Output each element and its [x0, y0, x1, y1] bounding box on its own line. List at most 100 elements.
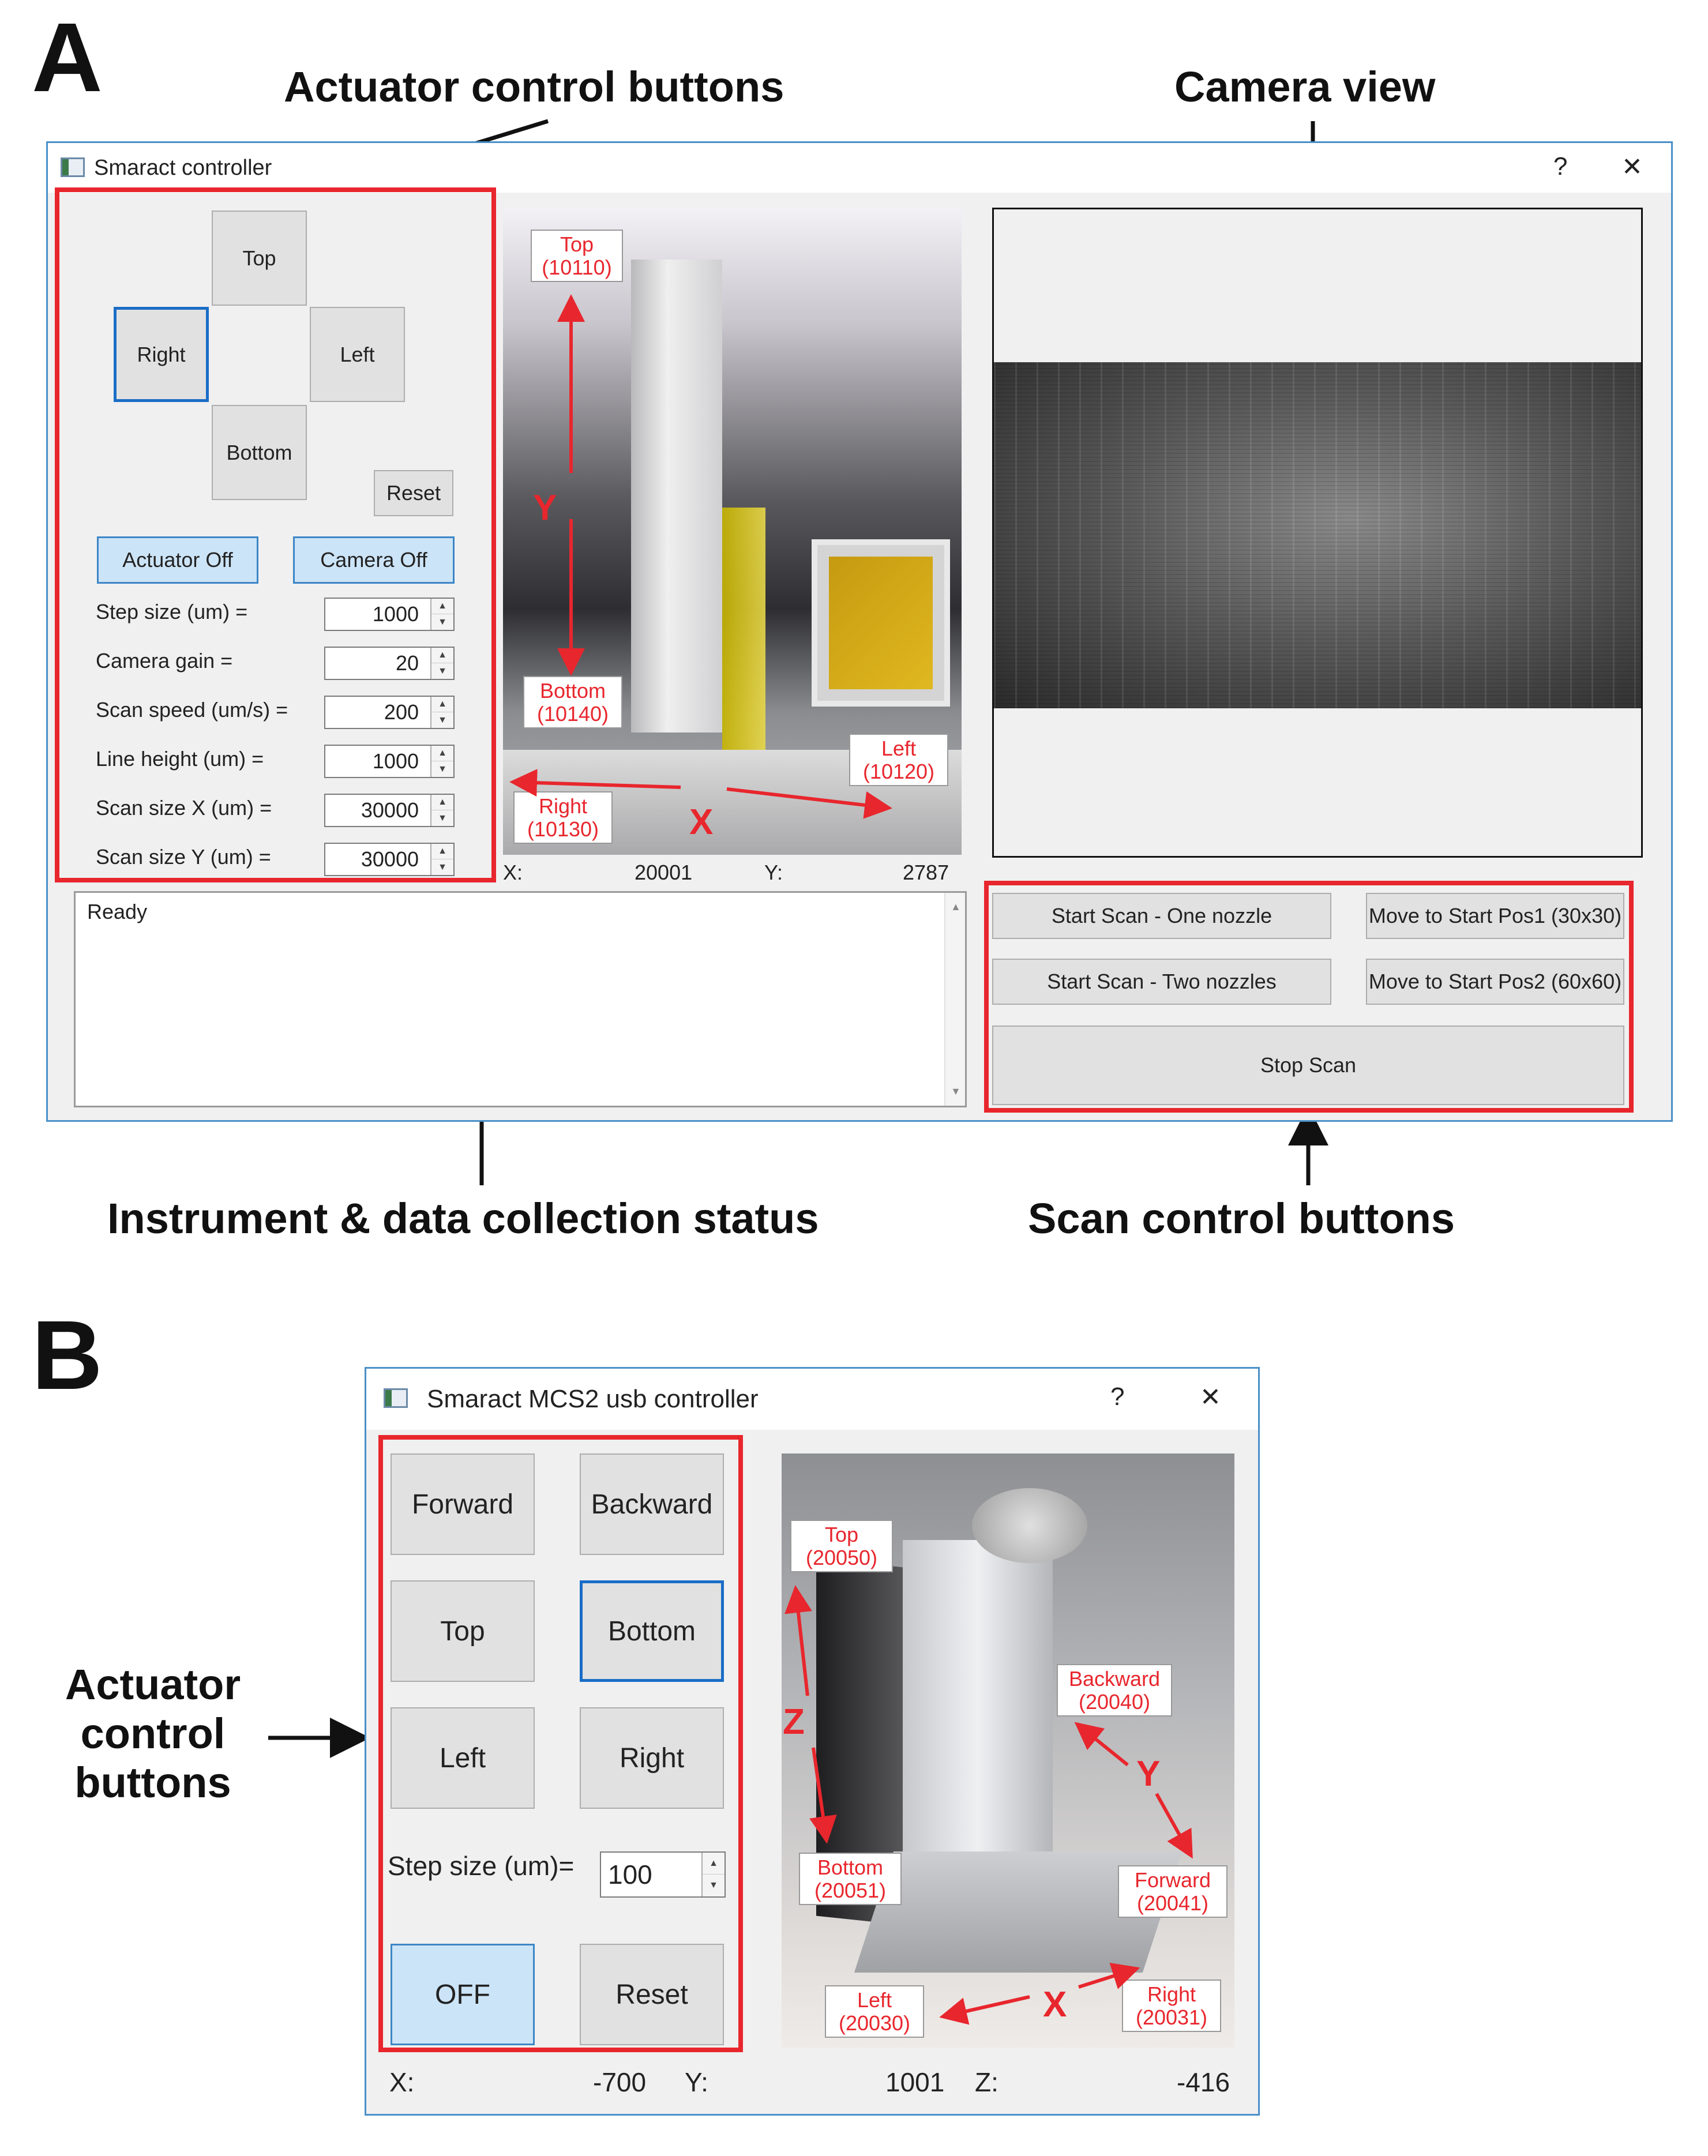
field-input[interactable]: 200 ▲▼ [324, 696, 455, 729]
axis-label-y-b: Y [1136, 1754, 1161, 1794]
field-stepper[interactable]: ▲▼ [430, 697, 453, 728]
camera-view [992, 208, 1643, 858]
step-size-label-b: Step size (um)= [388, 1851, 575, 1881]
field-label: Camera gain = [96, 649, 233, 673]
window-b-titlebar [366, 1369, 1258, 1430]
field-label: Scan size X (um) = [96, 796, 272, 820]
reset-button-b[interactable]: Reset [580, 1944, 724, 2045]
y-coordinate-label: Y: [764, 861, 783, 884]
reset-button[interactable]: Reset [374, 470, 453, 516]
window-b-title: Smaract MCS2 usb controller [427, 1385, 759, 1413]
field-value: 200 [384, 700, 419, 724]
left-button-b[interactable]: Left [391, 1707, 535, 1809]
photo-label-top-a: Top (10110) [531, 230, 623, 283]
panel-b-letter: B [32, 1301, 103, 1410]
callout-status: Instrument & data collection status [107, 1195, 819, 1242]
field-label: Scan size Y (um) = [96, 845, 271, 869]
app-icon [61, 157, 85, 177]
step-size-value-b: 100 [608, 1860, 652, 1890]
window-a-title: Smaract controller [94, 156, 272, 180]
left-button[interactable]: Left [310, 307, 405, 402]
x-coordinate-label: X: [503, 861, 523, 884]
window-a-titlebar [48, 143, 1671, 193]
close-button[interactable]: ✕ [1621, 153, 1643, 181]
field-input[interactable]: 1000 ▲▼ [324, 745, 455, 778]
top-button-b[interactable]: Top [391, 1580, 535, 1682]
scan-controls-highlight [984, 881, 1634, 1113]
bottom-button-b[interactable]: Bottom [580, 1580, 724, 1682]
move-start-pos1-button[interactable]: Move to Start Pos1 (30x30) [1366, 893, 1624, 939]
callout-scan-buttons: Scan control buttons [1028, 1195, 1455, 1242]
top-button[interactable]: Top [212, 211, 307, 306]
field-stepper[interactable]: ▲▼ [430, 746, 453, 777]
photo-motor [972, 1488, 1087, 1563]
forward-button[interactable]: Forward [391, 1453, 535, 1555]
stop-scan-button[interactable]: Stop Scan [992, 1026, 1624, 1105]
y-coordinate-label-b: Y: [685, 2067, 708, 2097]
off-button-b[interactable]: OFF [391, 1944, 535, 2045]
actuator-off-button[interactable]: Actuator Off [97, 536, 258, 584]
photo-label-forward-b: Forward (20041) [1118, 1865, 1227, 1918]
field-stepper[interactable]: ▲▼ [430, 648, 453, 679]
status-text: Ready [87, 900, 148, 923]
actuator-controls-highlight [55, 187, 496, 882]
photo-label-bottom-a: Bottom (10140) [523, 676, 622, 729]
field-value: 1000 [372, 749, 419, 773]
right-button-b[interactable]: Right [580, 1707, 724, 1809]
app-icon-b [384, 1388, 408, 1408]
x-coordinate-label-b: X: [389, 2067, 415, 2097]
photo-label-left-b: Left (20030) [825, 1985, 924, 2038]
callout-actuator-buttons: Actuator control buttons [284, 63, 784, 111]
help-button-b[interactable]: ? [1110, 1383, 1125, 1411]
move-start-pos2-button[interactable]: Move to Start Pos2 (60x60) [1366, 959, 1624, 1005]
axis-label-x-b: X [1043, 1985, 1067, 2024]
step-size-input-b[interactable]: 100 ▲▼ [600, 1851, 726, 1898]
close-button-b[interactable]: ✕ [1200, 1383, 1221, 1411]
field-input[interactable]: 20 ▲▼ [324, 647, 455, 680]
field-input[interactable]: 30000 ▲▼ [324, 794, 455, 827]
callout-actuator-buttons-b: Actuator control buttons [65, 1661, 241, 1807]
start-scan-one-nozzle-button[interactable]: Start Scan - One nozzle [992, 893, 1331, 939]
field-value: 20 [395, 651, 419, 675]
right-button[interactable]: Right [114, 307, 209, 402]
photo-label-top-b: Top (20050) [790, 1520, 893, 1573]
camera-off-button[interactable]: Camera Off [293, 536, 455, 584]
field-input[interactable]: 30000 ▲▼ [324, 843, 455, 876]
actuator-controls-highlight-b [378, 1435, 743, 2052]
backward-button[interactable]: Backward [580, 1453, 724, 1555]
camera-image [994, 362, 1641, 708]
axis-label-z-b: Z [783, 1702, 805, 1742]
axis-label-y-a: Y [533, 488, 557, 528]
x-coordinate-value: 20001 [635, 861, 693, 884]
x-coordinate-value-b: -700 [593, 2067, 647, 2097]
bottom-button[interactable]: Bottom [212, 405, 307, 500]
field-value: 30000 [361, 847, 419, 871]
field-label: Line height (um) = [96, 747, 264, 771]
field-value: 30000 [361, 798, 419, 822]
field-label: Step size (um) = [96, 600, 248, 623]
status-log[interactable]: Ready ▲ ▼ [74, 891, 967, 1107]
y-coordinate-value-b: 1001 [885, 2067, 945, 2097]
field-stepper[interactable]: ▲▼ [430, 844, 453, 875]
field-stepper[interactable]: ▲▼ [430, 795, 453, 826]
z-coordinate-value-b: -416 [1177, 2067, 1230, 2097]
field-stepper[interactable]: ▲▼ [430, 599, 453, 630]
photo-label-right-a: Right (10130) [513, 791, 613, 844]
field-value: 1000 [372, 602, 419, 626]
status-scrollbar[interactable]: ▲ ▼ [944, 893, 965, 1106]
photo-label-bottom-b: Bottom (20051) [799, 1853, 902, 1906]
callout-camera-view: Camera view [1174, 63, 1436, 111]
photo-label-backward-b: Backward (20040) [1057, 1664, 1172, 1717]
start-scan-two-nozzles-button[interactable]: Start Scan - Two nozzles [992, 959, 1331, 1005]
photo-label-left-a: Left (10120) [849, 734, 948, 787]
z-coordinate-label-b: Z: [975, 2067, 998, 2097]
help-button[interactable]: ? [1553, 152, 1568, 181]
field-input[interactable]: 1000 ▲▼ [324, 598, 455, 631]
photo-label-right-b: Right (20031) [1122, 1980, 1221, 2033]
step-size-stepper-b[interactable]: ▲▼ [701, 1853, 725, 1896]
photo-sample-window [812, 539, 950, 707]
photo-vertical-stage [631, 260, 722, 733]
photo-yellow-nozzle [722, 508, 765, 750]
field-label: Scan speed (um/s) = [96, 698, 288, 722]
